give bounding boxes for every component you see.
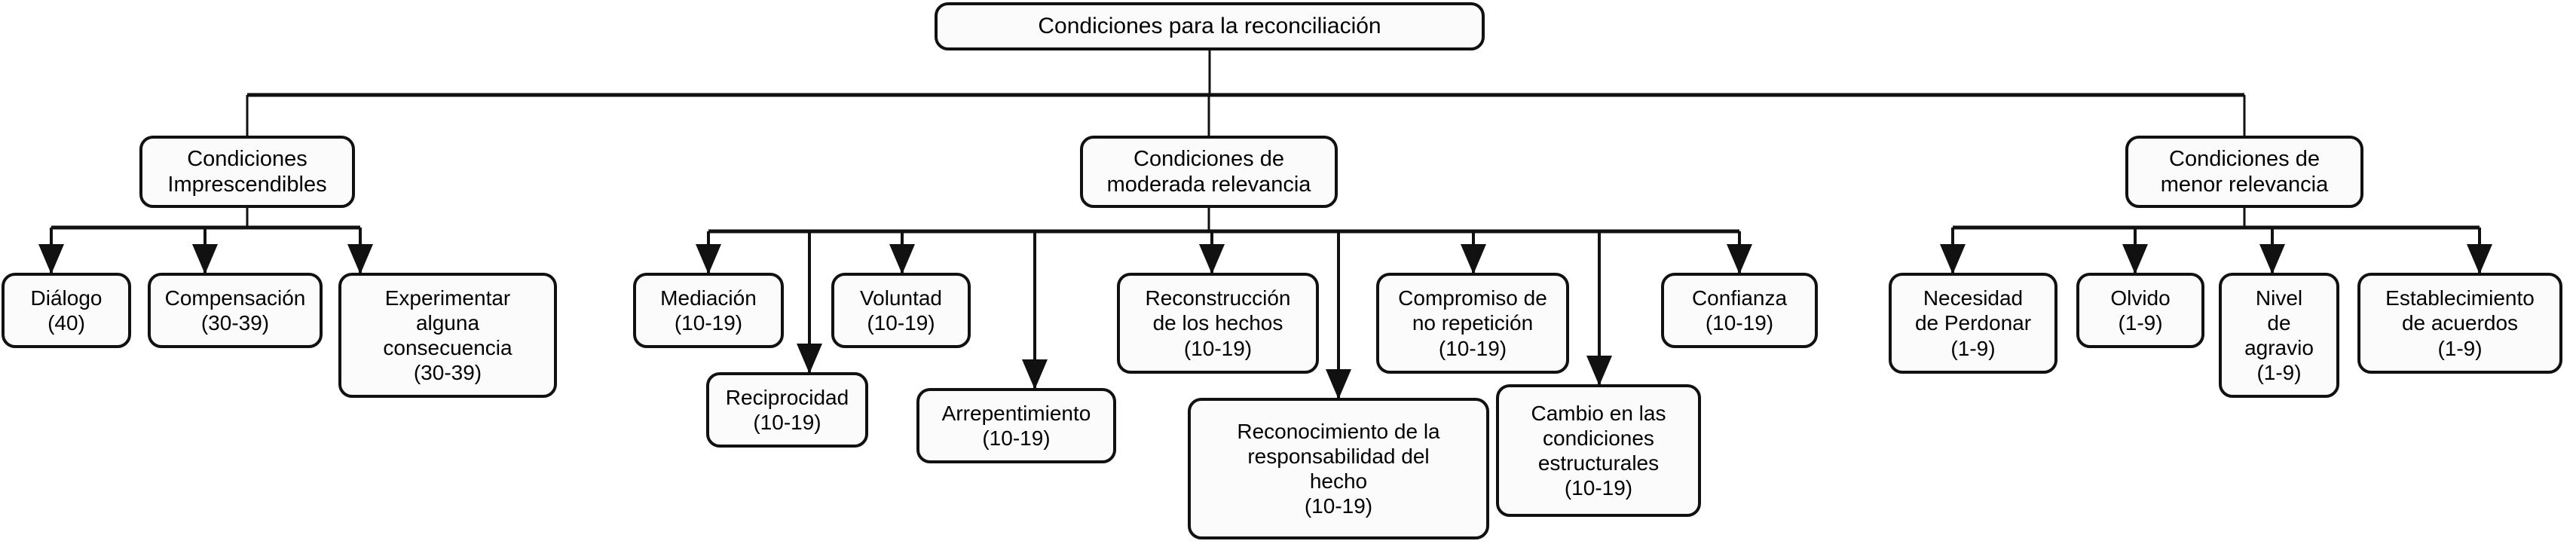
node-label: Condiciones de menor relevancia xyxy=(2160,146,2329,197)
arrow-head xyxy=(1727,244,1752,274)
node-label: Nivel de agravio (1-9) xyxy=(2244,286,2314,385)
node-leaf-confianza[interactable]: Confianza (10-19) xyxy=(1661,273,1818,348)
node-label: Diálogo (40) xyxy=(30,286,102,335)
node-label: Condiciones Imprescendibles xyxy=(167,146,327,197)
node-label: Condiciones de moderada relevancia xyxy=(1106,146,1311,197)
node-label: Mediación (10-19) xyxy=(660,286,757,335)
arrow-head xyxy=(1940,244,1966,274)
node-branch-menor[interactable]: Condiciones de menor relevancia xyxy=(2125,136,2363,208)
arrow-head xyxy=(889,244,915,274)
node-leaf-experimentar-consecuencia[interactable]: Experimentar alguna consecuencia (30-39) xyxy=(338,273,557,398)
arrow-head xyxy=(1326,369,1351,399)
node-label: Establecimiento de acuerdos (1-9) xyxy=(2385,286,2535,360)
node-leaf-voluntad[interactable]: Voluntad (10-19) xyxy=(831,273,971,348)
arrow-head xyxy=(1199,244,1225,274)
node-label: Condiciones para la reconciliación xyxy=(1038,14,1381,39)
node-leaf-necesidad-perdonar[interactable]: Necesidad de Perdonar (1-9) xyxy=(1889,273,2057,374)
arrow-head xyxy=(1461,244,1486,274)
node-label: Reconstrucción de los hechos (10-19) xyxy=(1145,286,1291,360)
node-label: Confianza (10-19) xyxy=(1691,286,1788,335)
arrow-head xyxy=(347,244,373,274)
node-branch-imprescendibles[interactable]: Condiciones Imprescendibles xyxy=(139,136,355,208)
node-label: Reconocimiento de la responsabilidad del… xyxy=(1237,419,1440,518)
node-label: Compromiso de no repetición (10-19) xyxy=(1398,286,1547,360)
node-label: Arrepentimiento (10-19) xyxy=(941,401,1091,450)
arrow-head xyxy=(1586,356,1612,386)
arrow-head xyxy=(2467,244,2492,274)
node-leaf-reconstruccion-hechos[interactable]: Reconstrucción de los hechos (10-19) xyxy=(1117,273,1319,374)
node-branch-moderada[interactable]: Condiciones de moderada relevancia xyxy=(1080,136,1338,208)
arrow-head xyxy=(696,244,721,274)
arrow-head xyxy=(1022,359,1048,390)
node-leaf-cambio-condiciones-estructurales[interactable]: Cambio en las condiciones estructurales … xyxy=(1496,384,1701,517)
node-label: Voluntad (10-19) xyxy=(860,286,942,335)
node-root[interactable]: Condiciones para la reconciliación xyxy=(935,2,1485,50)
node-leaf-compromiso-no-repeticion[interactable]: Compromiso de no repetición (10-19) xyxy=(1376,273,1569,374)
arrow-head xyxy=(2122,244,2148,274)
node-label: Cambio en las condiciones estructurales … xyxy=(1531,401,1666,500)
arrow-head xyxy=(797,344,822,374)
arrow-head xyxy=(38,244,64,274)
node-label: Reciprocidad (10-19) xyxy=(725,385,849,434)
node-leaf-reciprocidad[interactable]: Reciprocidad (10-19) xyxy=(706,372,868,448)
node-label: Experimentar alguna consecuencia (30-39) xyxy=(383,286,512,385)
node-label: Olvido (1-9) xyxy=(2110,286,2171,335)
node-leaf-nivel-agravio[interactable]: Nivel de agravio (1-9) xyxy=(2219,273,2339,398)
node-label: Compensación (30-39) xyxy=(164,286,306,335)
node-leaf-dialogo[interactable]: Diálogo (40) xyxy=(2,273,131,348)
node-leaf-establecimiento-acuerdos[interactable]: Establecimiento de acuerdos (1-9) xyxy=(2357,273,2562,374)
arrow-head xyxy=(192,244,218,274)
node-leaf-olvido[interactable]: Olvido (1-9) xyxy=(2076,273,2204,348)
node-leaf-arrepentimiento[interactable]: Arrepentimiento (10-19) xyxy=(916,388,1116,463)
arrow-head xyxy=(2259,244,2285,274)
node-leaf-reconocimiento-responsabilidad[interactable]: Reconocimiento de la responsabilidad del… xyxy=(1188,398,1489,539)
node-label: Necesidad de Perdonar (1-9) xyxy=(1914,286,2032,360)
node-leaf-mediacion[interactable]: Mediación (10-19) xyxy=(633,273,784,348)
node-leaf-compensacion[interactable]: Compensación (30-39) xyxy=(148,273,323,348)
